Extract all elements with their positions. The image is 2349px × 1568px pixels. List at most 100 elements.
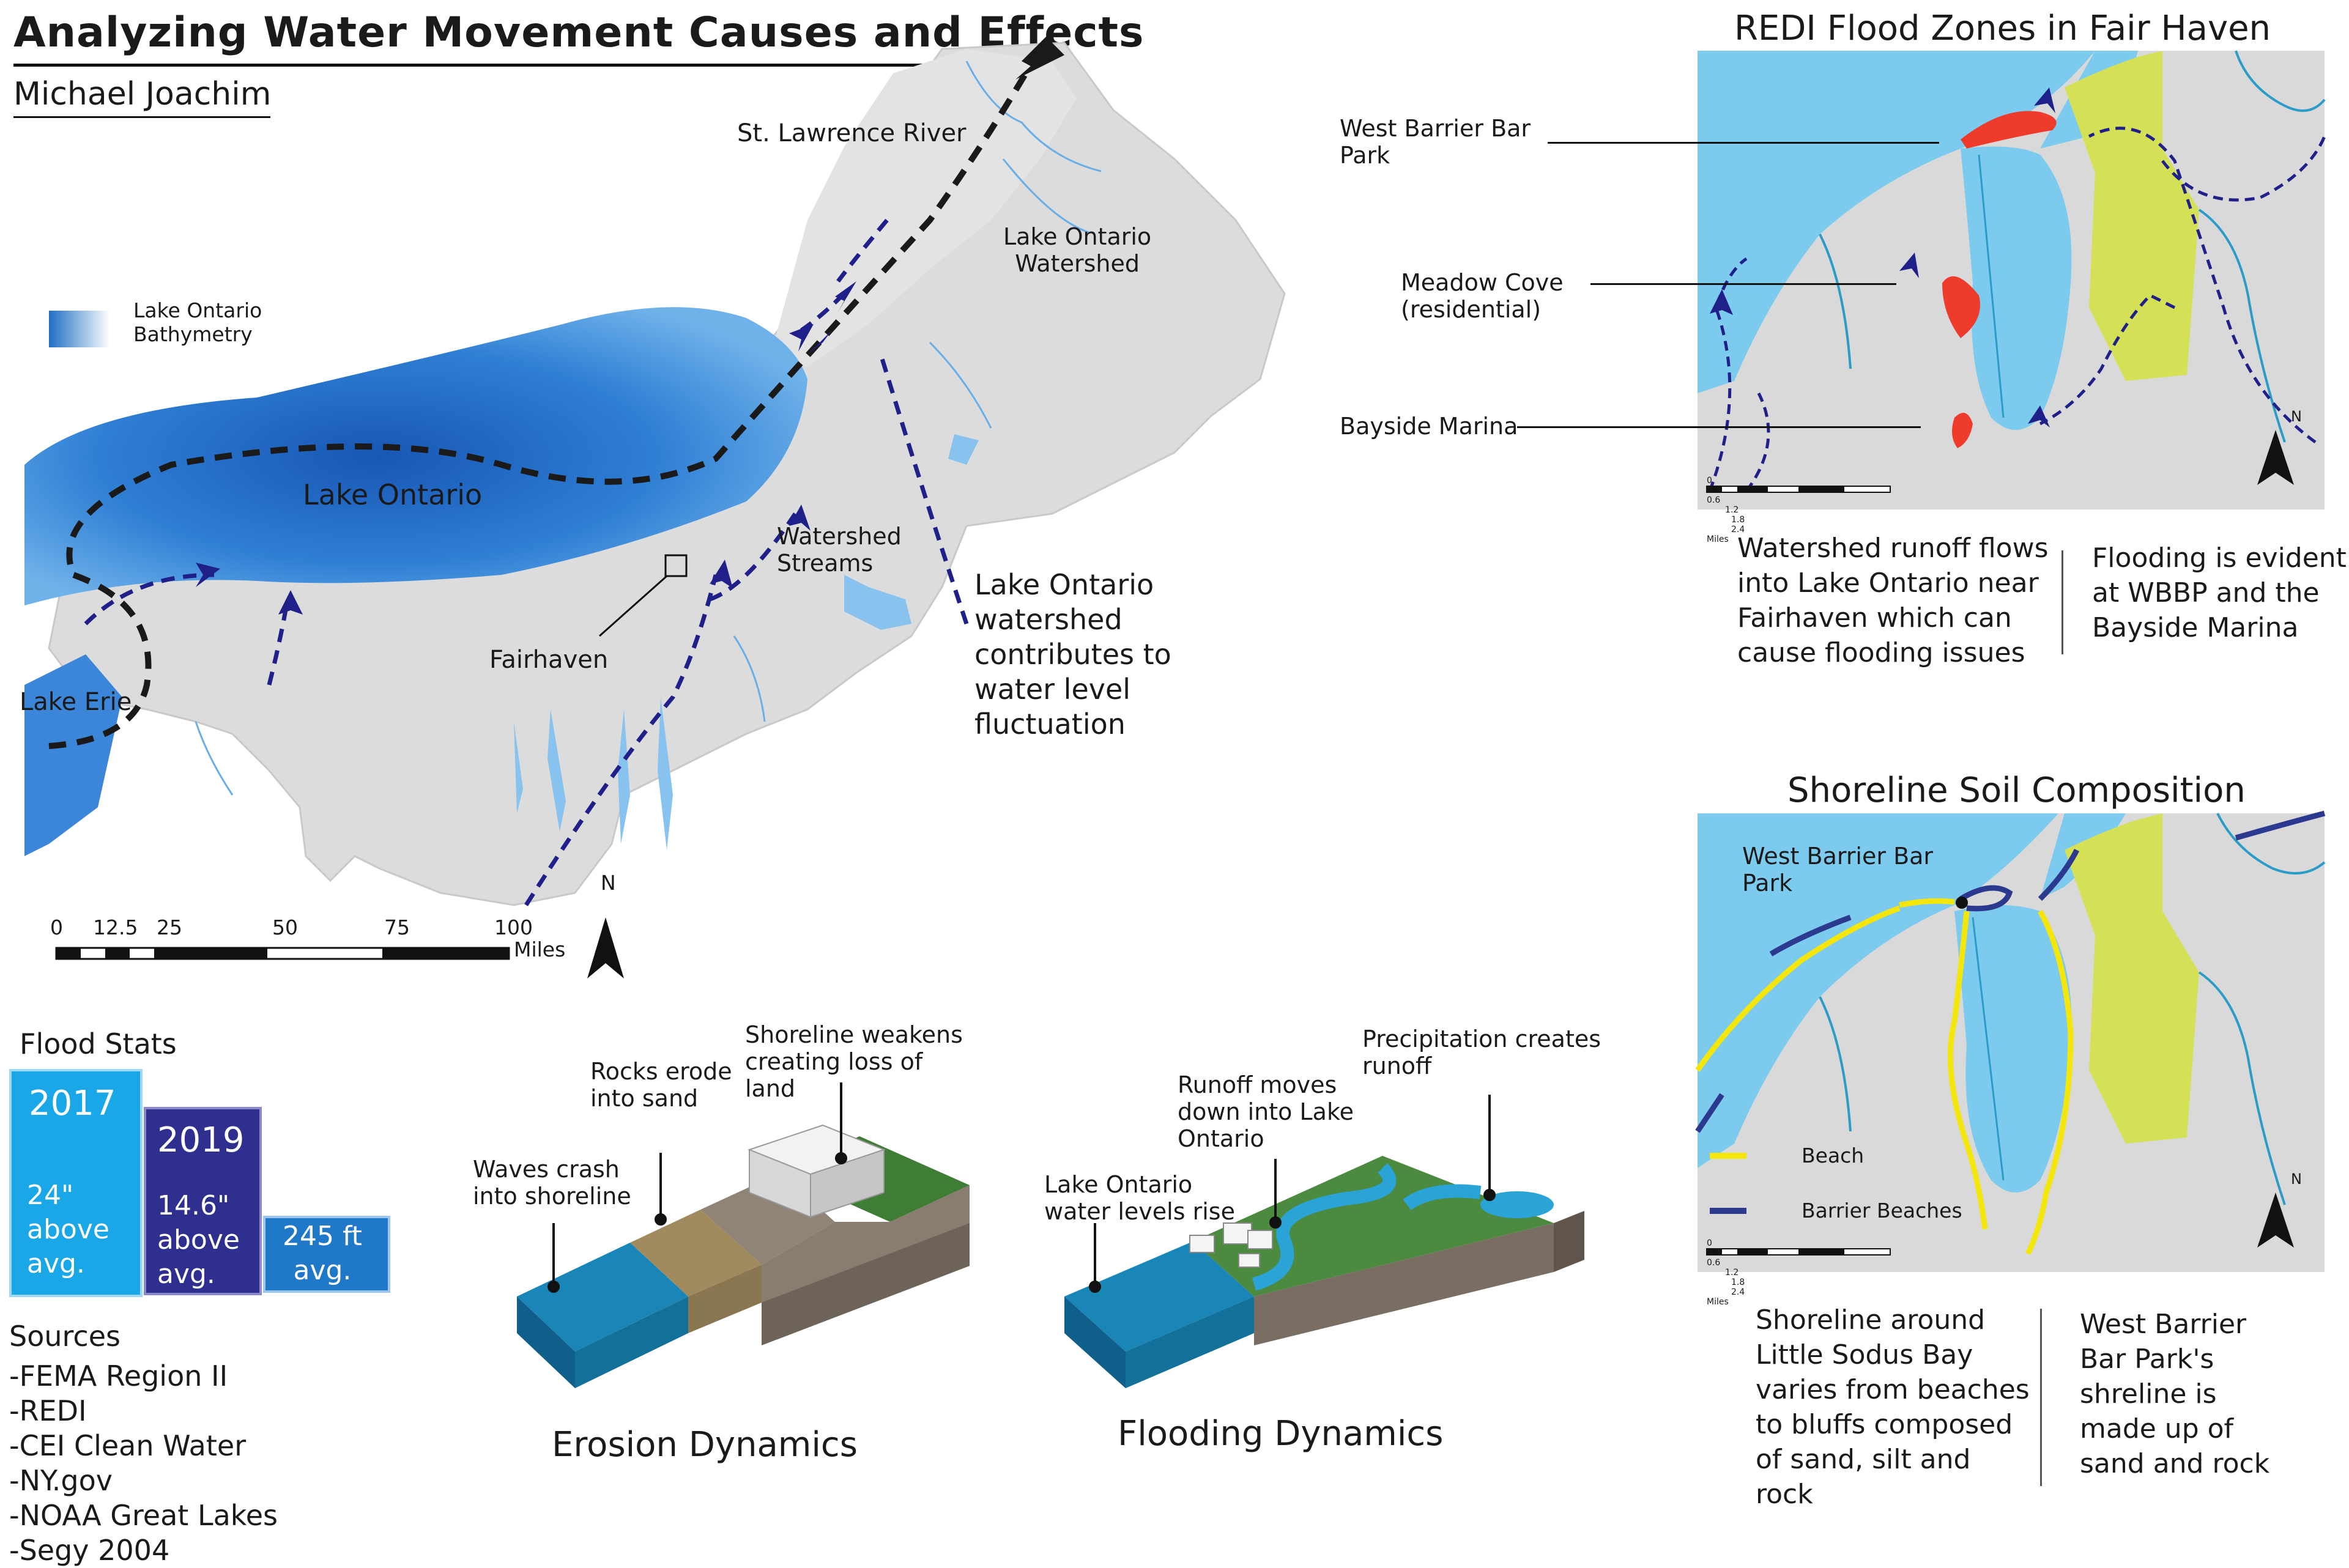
- flood-scale-tick-06: 0.6: [1707, 495, 1721, 505]
- north-label: N: [601, 871, 616, 895]
- soil-title: Shoreline Soil Composition: [1787, 771, 2246, 810]
- soil-note-divider: [2040, 1309, 2042, 1486]
- flood-note-left: Watershed runoff flows into Lake Ontario…: [1737, 533, 2049, 668]
- fairhaven-leader: [599, 575, 667, 637]
- stat-2019-value: 14.6" above avg.: [157, 1190, 240, 1290]
- lake-ontario-label: Lake Ontario: [303, 478, 483, 511]
- water-rise-label: Lake Ontario water levels rise: [1044, 1171, 1235, 1225]
- watershed-streams-label: Watershed Streams: [777, 523, 902, 577]
- flood-scale-bar: [1706, 486, 1891, 493]
- precipitation-label: Precipitation creates runoff: [1362, 1026, 1601, 1079]
- page-title: Analyzing Water Movement Causes and Effe…: [13, 9, 1145, 57]
- rocks-label: Rocks erode into sand: [590, 1058, 732, 1112]
- source-item: -NY.gov: [9, 1464, 113, 1497]
- meadow-leader: [1590, 283, 1896, 285]
- waves-label: Waves crash into shoreline: [473, 1156, 631, 1210]
- adirondack-land: [771, 49, 1077, 367]
- lake-erie-label: Lake Erie: [20, 688, 132, 716]
- soil-map: [1695, 810, 2326, 1272]
- meadow-cove-label: Meadow Cove (residential): [1401, 269, 1564, 323]
- scale-tick-12-5: 12.5: [93, 915, 138, 939]
- scale-tick-100: 100: [494, 915, 533, 939]
- wbbp-flood-label: West Barrier Bar Park: [1340, 115, 1531, 169]
- soil-note-right: West Barrier Bar Park's shreline is made…: [2080, 1309, 2270, 1479]
- flood-zones-title: REDI Flood Zones in Fair Haven: [1734, 9, 2271, 48]
- finger-lakes: [514, 434, 979, 850]
- scale-tick-0: 0: [50, 915, 63, 939]
- lake-ontario-shape: [24, 307, 807, 605]
- sources-title: Sources: [9, 1320, 121, 1353]
- flood-scale-tick-12: 1.2: [1725, 505, 1739, 515]
- stat-2017-value: 24" above avg.: [27, 1180, 109, 1279]
- fairhaven-marker: [664, 554, 688, 577]
- flood-scale-ticks: 0 0.3 0.6 1.2 1.8 2.4 Miles: [1707, 466, 1745, 544]
- soil-wbbp-label: West Barrier Bar Park: [1742, 843, 1934, 897]
- erosion-diagram: [517, 1082, 970, 1388]
- stat-avg-value: 245 ft avg.: [283, 1221, 362, 1286]
- rivers: [195, 61, 1102, 796]
- author-name: Michael Joachim: [13, 76, 272, 113]
- soil-scale-tick-0: 0: [1707, 1238, 1712, 1248]
- source-item: -NOAA Great Lakes: [9, 1499, 278, 1532]
- flood-north-arrow-icon: [2257, 430, 2294, 485]
- flood-scale-tick-03: 0.3: [1707, 486, 1721, 495]
- flood-scale-tick-24: 2.4: [1731, 525, 1745, 534]
- flooding-diagram: [1064, 1095, 1584, 1388]
- lake-boundary-dashed: [48, 47, 1043, 749]
- source-item: -Segy 2004: [9, 1534, 170, 1567]
- scale-bar: [55, 947, 510, 960]
- flood-areas: [1942, 111, 2057, 448]
- marina-leader: [1517, 426, 1921, 428]
- soil-north-arrow-icon: [2257, 1193, 2294, 1248]
- beach-lines: [1695, 898, 2074, 1256]
- title-underline: [13, 64, 995, 67]
- barrier-beach-lines: [1695, 810, 2326, 1133]
- source-item: -CEI Clean Water: [9, 1429, 247, 1462]
- scale-tick-75: 75: [384, 915, 410, 939]
- watershed-annotation: Lake Ontario watershed contributes to wa…: [974, 568, 1171, 741]
- watershed-label: Lake Ontario Watershed: [1003, 223, 1152, 277]
- flood-stats-title: Flood Stats: [20, 1027, 177, 1060]
- flood-note-right: Flooding is evident at WBBP and the Bays…: [2092, 542, 2347, 643]
- flood-scale-tick-18: 1.8: [1731, 515, 1745, 525]
- scale-tick-50: 50: [272, 915, 298, 939]
- scale-tick-25: 25: [157, 915, 182, 939]
- outlet-arrow-icon: [1015, 37, 1064, 80]
- source-item: -FEMA Region II: [9, 1359, 228, 1392]
- little-sodus-bay: [1961, 146, 2072, 430]
- author-underline: [13, 116, 270, 118]
- soil-scale-tick-18: 1.8: [1731, 1278, 1745, 1287]
- flood-zones-map: [1698, 50, 2326, 509]
- stat-2019: 2019 14.6" above avg.: [144, 1107, 262, 1295]
- barrier-legend-label: Barrier Beaches: [1802, 1199, 1962, 1222]
- lake-erie-shape: [24, 654, 122, 856]
- soil-scale-tick-03: 0.3: [1707, 1248, 1721, 1258]
- erosion-caption: Erosion Dynamics: [552, 1425, 858, 1465]
- flood-scale-unit: Miles: [1707, 534, 1729, 544]
- scale-unit: Miles: [514, 937, 566, 961]
- stat-avg: 245 ft avg.: [263, 1216, 390, 1293]
- soil-scale-tick-06: 0.6: [1707, 1258, 1721, 1268]
- stat-2017-year: 2017: [29, 1084, 116, 1123]
- soil-scale-ticks: 0 0.3 0.6 1.2 1.8 2.4 Miles: [1707, 1229, 1745, 1307]
- source-item: -REDI: [9, 1394, 87, 1427]
- wbbp-leader: [1548, 142, 1939, 144]
- flooding-caption: Flooding Dynamics: [1118, 1414, 1444, 1454]
- st-lawrence-label: St. Lawrence River: [737, 119, 967, 147]
- flood-scale-tick-0: 0: [1707, 476, 1712, 486]
- soil-scale-unit: Miles: [1707, 1297, 1729, 1307]
- runoff-label: Runoff moves down into Lake Ontario: [1178, 1071, 1354, 1152]
- parkland: [2065, 51, 2199, 381]
- soil-north-label: N: [2291, 1170, 2302, 1188]
- beach-legend-label: Beach: [1802, 1144, 1865, 1167]
- flow-arrowheads: [196, 281, 856, 615]
- flood-north-label: N: [2291, 408, 2302, 425]
- stat-2019-year: 2019: [157, 1120, 245, 1160]
- bathymetry-legend-swatch: [49, 311, 110, 347]
- lake-ontario-watershed-map: [24, 37, 1286, 978]
- bathymetry-legend-label: Lake Ontario Bathymetry: [133, 298, 262, 346]
- stat-2017: 2017 24" above avg.: [9, 1069, 143, 1297]
- shoreline-weakens-label: Shoreline weakens creating loss of land: [745, 1021, 963, 1102]
- north-arrow-icon: [587, 917, 624, 978]
- soil-scale-bar: [1706, 1248, 1891, 1256]
